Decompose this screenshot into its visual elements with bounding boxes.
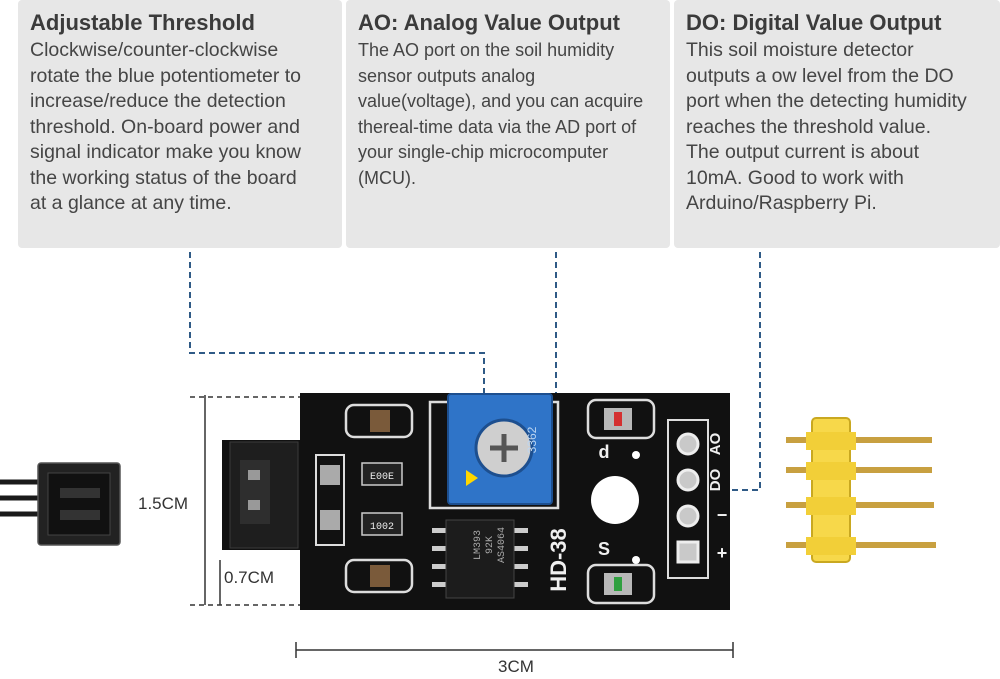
panel-line: The output current is about — [686, 141, 920, 163]
panel-line: This soil moisture detector — [686, 39, 914, 61]
connector-width-dimension: 0.7CM — [224, 568, 275, 587]
panel-line: threshold. On-board power and — [30, 115, 300, 138]
pin-label-gnd: − — [717, 505, 728, 525]
panel-line: the working status of the board — [30, 166, 297, 189]
pot-label: 3362 — [525, 426, 539, 453]
panel-line: your single-chip microcomputer — [358, 142, 609, 162]
length-dimension: 3CM — [498, 657, 534, 676]
panel-line: thereal-time data via the AD port of — [358, 116, 637, 137]
callout-lines — [189, 252, 761, 491]
pin-header — [786, 417, 936, 563]
panel-line: at a glance at any time. — [30, 192, 232, 214]
led-label-bottom: S — [598, 539, 610, 559]
panel-line: signal indicator make you know — [30, 141, 301, 163]
panel-line: rotate the blue potentiometer to — [30, 64, 302, 87]
panel-line: port when the detecting humidity — [686, 90, 967, 112]
dimension-lines — [190, 395, 734, 658]
chip-label: AS4064 — [497, 527, 508, 563]
resistor-label: 1002 — [370, 522, 394, 533]
panel-line: value(voltage), and you can acquire — [358, 91, 644, 111]
jst-connector — [0, 462, 121, 546]
pin-label-vcc: + — [717, 543, 728, 563]
resistor-label: E00E — [370, 472, 394, 483]
panel-line: Arduino/Raspberry Pi. — [686, 192, 877, 214]
threshold-callout-line — [189, 252, 485, 405]
panel-title: Adjustable Threshold — [30, 10, 255, 35]
panel-line: Clockwise/counter-clockwise — [30, 39, 279, 61]
panel-line: (MCU). — [358, 167, 416, 188]
digital-callout-line — [725, 252, 761, 491]
potentiometer — [447, 393, 553, 505]
digital-output-panel: DO: Digital Value Output This soil moist… — [674, 0, 1000, 248]
panel-line: sensor outputs analog — [358, 65, 536, 86]
analog-output-panel: AO: Analog Value Output The AO port on t… — [346, 0, 670, 248]
height-dimension: 1.5CM — [138, 494, 189, 513]
panel-line: 10mA. Good to work with — [686, 166, 904, 189]
panel-title: DO: Digital Value Output — [686, 10, 942, 35]
model-label: HD-38 — [546, 528, 571, 592]
pin-label-do: DO — [707, 468, 724, 491]
panel-line: outputs a ow level from the DO — [686, 64, 954, 87]
led-label-top: d — [599, 442, 610, 462]
panel-title: AO: Analog Value Output — [358, 10, 620, 35]
panel-line: increase/reduce the detection — [30, 90, 286, 112]
pin-label-ao: AO — [707, 432, 724, 455]
chip-label: 92K — [485, 536, 496, 554]
chip-label: LM393 — [473, 530, 484, 560]
panel-line: The AO port on the soil humidity — [358, 40, 615, 60]
adjustable-threshold-panel: Adjustable Threshold Clockwise/counter-c… — [18, 0, 342, 248]
comparator-chip — [432, 519, 528, 599]
panel-line: reaches the threshold value. — [686, 115, 931, 138]
